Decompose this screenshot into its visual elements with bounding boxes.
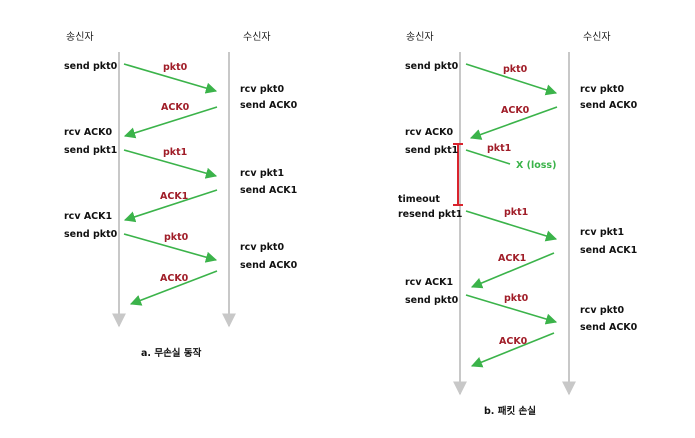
panel-b-message-label: pkt1 — [487, 143, 511, 154]
panel-b-sender-event: rcv ACK1 — [405, 277, 453, 288]
panel-b-receiver-event: rcv pkt1 — [580, 227, 624, 238]
panel-b-message-label: ACK0 — [499, 336, 528, 347]
timeout-timer-bar — [453, 143, 463, 206]
panel-b-receiver-event: rcv pkt0 — [580, 305, 624, 316]
panel-a-caption: a. 무손실 동작 — [141, 347, 202, 359]
panel-a-sender-header: 송신자 — [66, 31, 94, 43]
panel-b-message-arrow — [470, 332, 555, 368]
panel-b-message-label: pkt0 — [503, 64, 528, 75]
panel-b-message-label: pkt0 — [504, 293, 529, 304]
panel-a-sender-event: rcv ACK0 — [64, 127, 113, 138]
panel-a-message-arrow — [123, 63, 218, 94]
panel-b: 송신자 수신자 send pkt0 rcv ACK0 send pkt1 tim… — [398, 31, 638, 417]
panel-b-message-arrow — [465, 210, 558, 242]
panel-b-sender-event: timeout — [398, 194, 440, 205]
panel-a-message-label: pkt0 — [164, 232, 189, 243]
panel-a-sender-event: rcv ACK1 — [64, 211, 112, 222]
panel-b-receiver-event: send ACK0 — [580, 322, 638, 333]
panel-b-message-arrow — [470, 252, 555, 289]
panel-b-sender-event: send pkt1 — [405, 145, 458, 156]
panel-b-message-label: ACK1 — [498, 253, 526, 264]
panel-a-message-arrow — [123, 149, 218, 179]
panel-a-receiver-event: send ACK1 — [240, 185, 297, 196]
panel-b-receiver-event: send ACK1 — [580, 245, 637, 256]
panel-a-receiver-event: rcv pkt1 — [240, 168, 284, 179]
panel-a-sender-event: send pkt0 — [64, 229, 118, 240]
panel-a-sender-event: send pkt0 — [64, 61, 118, 72]
panel-a-message-arrow — [123, 189, 218, 223]
panel-a-receiver-event: send ACK0 — [240, 100, 298, 111]
panel-a-message-arrow — [129, 270, 218, 306]
panel-a-message-label: ACK1 — [160, 191, 188, 202]
panel-b-sender-event: rcv ACK0 — [405, 127, 454, 138]
panel-b-message-arrow — [469, 106, 558, 140]
panel-b-loss-marker: X (loss) — [516, 160, 556, 171]
panel-a-message-label: ACK0 — [160, 273, 189, 284]
panel-b-sender-event: send pkt0 — [405, 295, 459, 306]
panel-b-lost-packet-arrow — [465, 149, 511, 165]
panel-b-receiver-event: rcv pkt0 — [580, 84, 624, 95]
panel-b-sender-event: resend pkt1 — [398, 209, 462, 220]
panel-a-receiver-header: 수신자 — [243, 31, 271, 43]
panel-b-sender-header: 송신자 — [406, 31, 434, 43]
panel-b-sender-event: send pkt0 — [405, 61, 459, 72]
panel-a-receiver-event: send ACK0 — [240, 260, 298, 271]
panel-a-message-label: ACK0 — [161, 102, 190, 113]
panel-a: 송신자 수신자 send pkt0 rcv ACK0 send pkt1 rcv… — [64, 31, 298, 359]
panel-b-message-label: pkt1 — [504, 207, 528, 218]
panel-b-caption: b. 패킷 손실 — [484, 405, 536, 417]
panel-a-message-label: pkt1 — [163, 147, 187, 158]
panel-b-message-arrow — [465, 63, 558, 96]
panel-a-message-arrow — [123, 106, 218, 139]
panel-b-receiver-event: send ACK0 — [580, 100, 638, 111]
panel-b-message-label: ACK0 — [501, 105, 530, 116]
panel-a-message-label: pkt0 — [163, 62, 188, 73]
panel-a-receiver-event: rcv pkt0 — [240, 84, 284, 95]
panel-a-message-arrow — [123, 233, 218, 263]
panel-b-receiver-header: 수신자 — [583, 31, 611, 43]
panel-a-sender-event: send pkt1 — [64, 145, 117, 156]
panel-a-receiver-event: rcv pkt0 — [240, 242, 284, 253]
panel-b-message-arrow — [465, 294, 558, 325]
